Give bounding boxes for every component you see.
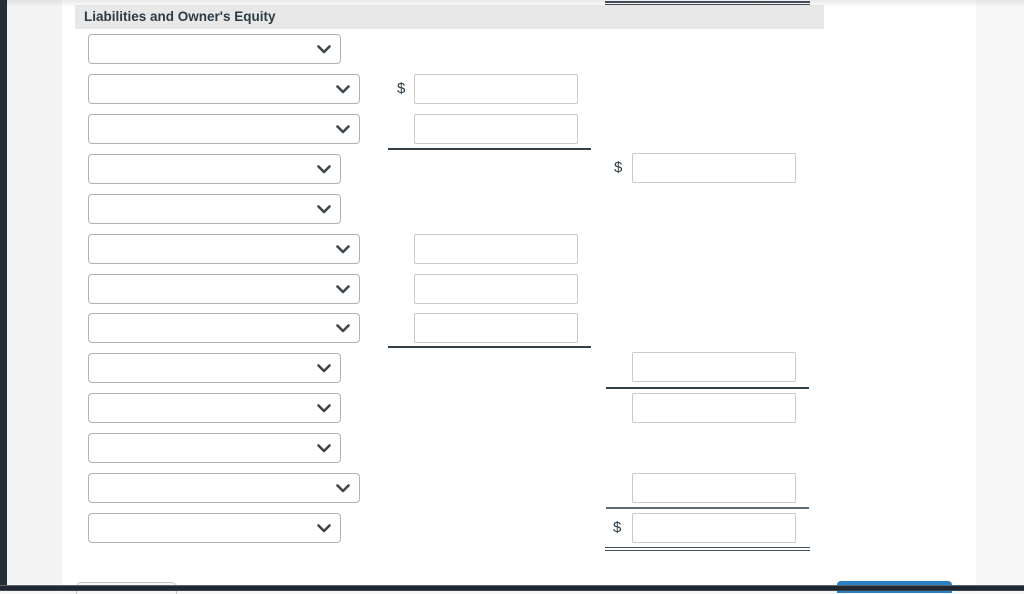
account-select-10[interactable] bbox=[88, 393, 341, 423]
chevron-down-icon bbox=[317, 524, 331, 533]
chevron-down-icon bbox=[336, 324, 350, 333]
amount-input-right-4[interactable] bbox=[632, 473, 796, 503]
account-select-5[interactable] bbox=[88, 194, 341, 224]
account-select-7[interactable] bbox=[88, 274, 360, 304]
amount-input-mid-1[interactable] bbox=[414, 74, 578, 104]
subtotal-rule-mid-2 bbox=[388, 346, 591, 348]
chevron-down-icon bbox=[336, 125, 350, 134]
total-double-rule-bottom-line2 bbox=[605, 549, 810, 552]
dollar-sign: $ bbox=[614, 159, 623, 176]
amount-input-right-1[interactable] bbox=[632, 153, 796, 183]
page-gutter-left bbox=[7, 0, 62, 591]
total-double-rule-top-line1 bbox=[605, 1, 810, 3]
chevron-down-icon bbox=[336, 245, 350, 254]
subtotal-rule-right-1 bbox=[606, 387, 809, 389]
subtotal-rule-right-2 bbox=[606, 507, 809, 509]
chevron-down-icon bbox=[336, 285, 350, 294]
section-header-label: Liabilities and Owner's Equity bbox=[84, 9, 276, 24]
amount-input-right-5[interactable] bbox=[632, 513, 796, 543]
page-gutter-right bbox=[976, 0, 1024, 591]
total-double-rule-bottom-line1 bbox=[605, 546, 810, 549]
collapsed-sidebar-strip bbox=[0, 0, 7, 591]
account-select-1[interactable] bbox=[88, 34, 341, 64]
total-double-rule-top-line2 bbox=[605, 3, 810, 6]
chevron-down-icon bbox=[317, 444, 331, 453]
chevron-down-icon bbox=[317, 205, 331, 214]
account-select-8[interactable] bbox=[88, 313, 360, 343]
dollar-sign: $ bbox=[613, 519, 622, 536]
amount-input-mid-5[interactable] bbox=[414, 313, 578, 343]
amount-input-mid-3[interactable] bbox=[414, 234, 578, 264]
amount-input-right-3[interactable] bbox=[632, 393, 796, 423]
dollar-sign: $ bbox=[397, 80, 406, 97]
account-select-6[interactable] bbox=[88, 234, 360, 264]
footer-divider-bar bbox=[0, 585, 1024, 591]
chevron-down-icon bbox=[317, 364, 331, 373]
amount-input-mid-4[interactable] bbox=[414, 274, 578, 304]
chevron-down-icon bbox=[336, 484, 350, 493]
account-select-11[interactable] bbox=[88, 433, 341, 463]
account-select-9[interactable] bbox=[88, 353, 341, 383]
amount-input-right-2[interactable] bbox=[632, 352, 796, 382]
section-header: Liabilities and Owner's Equity bbox=[75, 5, 824, 29]
account-select-4[interactable] bbox=[88, 154, 341, 184]
account-select-3[interactable] bbox=[88, 114, 360, 144]
account-select-12[interactable] bbox=[88, 473, 360, 503]
subtotal-rule-mid-1 bbox=[388, 148, 591, 150]
account-select-2[interactable] bbox=[88, 74, 360, 104]
account-select-13[interactable] bbox=[88, 513, 341, 543]
chevron-down-icon bbox=[317, 404, 331, 413]
chevron-down-icon bbox=[317, 165, 331, 174]
chevron-down-icon bbox=[336, 85, 350, 94]
chevron-down-icon bbox=[317, 45, 331, 54]
amount-input-mid-2[interactable] bbox=[414, 114, 578, 144]
